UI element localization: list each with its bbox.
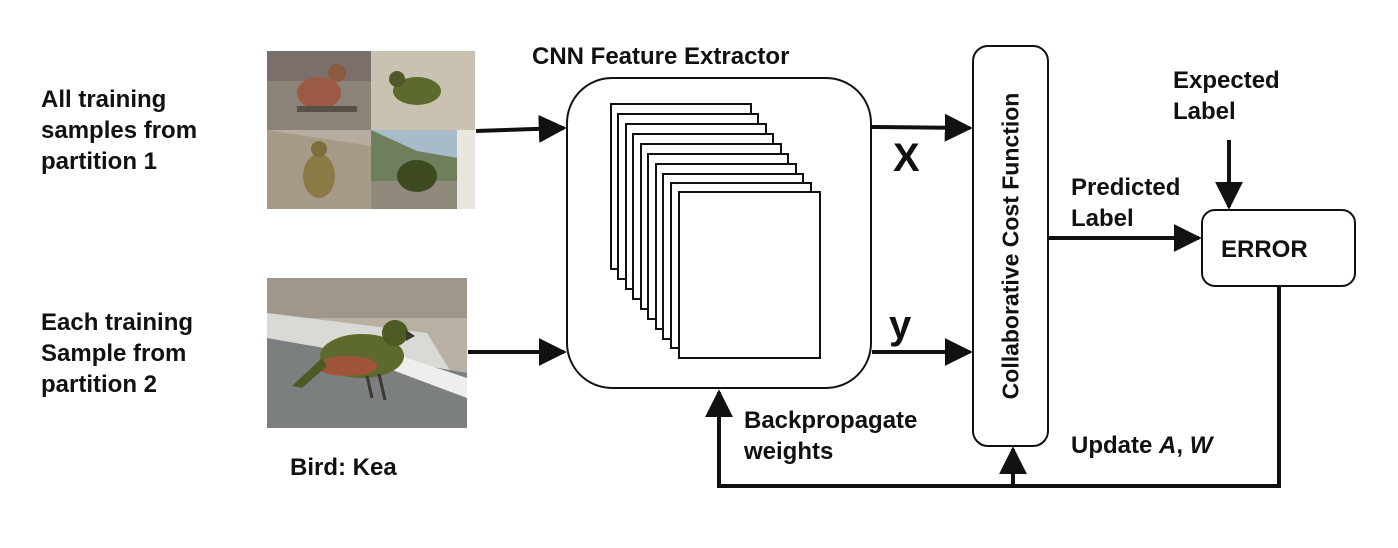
partition1-line-3: partition 1 [41, 148, 158, 175]
partition1-line-1: All training [41, 86, 167, 113]
partition2-label: Each training Sample from partition 2 [41, 307, 193, 400]
partition2-photo-kea [267, 278, 467, 428]
arrow-partition1-to-cnn [475, 114, 567, 143]
predicted-line-1: Predicted [1071, 174, 1181, 201]
cnn-title: CNN Feature Extractor [532, 43, 790, 70]
expected-line-1: Expected [1173, 67, 1280, 94]
cost-function-label: Collaborative Cost Function [997, 92, 1023, 400]
update-label: Update A, W [1071, 430, 1212, 461]
update-separator: , [1176, 432, 1190, 459]
arrow-x-to-cost [871, 113, 973, 142]
backprop-line-1: Backpropagate [744, 407, 918, 434]
error-label: ERROR [1221, 236, 1308, 263]
update-prefix: Update [1071, 432, 1160, 459]
partition2-line-2: Sample from [41, 340, 187, 367]
error-box: ERROR [1201, 209, 1356, 287]
backprop-label: Backpropagate weights [744, 405, 917, 467]
expected-line-2: Label [1173, 98, 1236, 125]
partition2-line-3: partition 2 [41, 371, 158, 398]
partition1-label: All training samples from partition 1 [41, 84, 197, 177]
update-param-a: A [1159, 432, 1177, 459]
partition1-photo-collage [267, 51, 475, 209]
predicted-line-2: Label [1071, 205, 1134, 232]
expected-label: Expected Label [1173, 65, 1280, 127]
collaborative-cost-function-box: Collaborative Cost Function [972, 45, 1049, 447]
predicted-label: Predicted Label [1071, 172, 1180, 234]
partition2-line-1: Each training [41, 309, 194, 336]
partition1-line-2: samples from [41, 117, 198, 144]
y-output-label: y [889, 303, 912, 347]
feedback-loop-to-cnn [705, 287, 1281, 488]
x-output-label: X [893, 136, 920, 180]
backprop-line-2: weights [744, 438, 834, 465]
bird-caption: Bird: Kea [290, 454, 397, 481]
update-param-w: W [1189, 432, 1213, 459]
